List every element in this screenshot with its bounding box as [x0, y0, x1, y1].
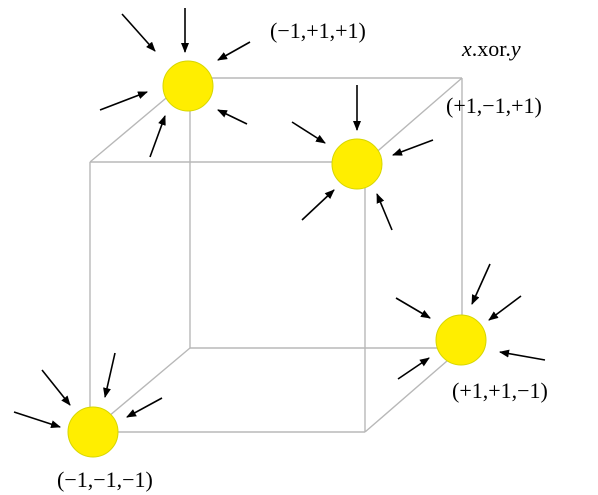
yellow-ball	[331, 138, 383, 190]
arrow-in	[291, 121, 326, 144]
cube-wireframe	[89, 77, 463, 433]
arrow-in	[471, 263, 491, 305]
diagram-title: x.xor.y	[461, 36, 521, 61]
title-op: .xor.	[472, 36, 511, 61]
cube-edge	[364, 347, 463, 433]
point-neg1-pos1-pos1: (−1,+1,+1)	[99, 8, 366, 158]
arrow-in	[395, 297, 431, 319]
arrow-in	[499, 349, 546, 361]
arrow-in	[488, 295, 522, 321]
point-pos1-neg1-pos1: (+1,−1,+1)	[291, 85, 542, 231]
arrow-in	[99, 91, 148, 111]
cube-edge	[364, 77, 463, 163]
point-label: (+1,−1,+1)	[446, 93, 542, 118]
point-label: (−1,+1,+1)	[270, 18, 366, 43]
arrow-in	[41, 369, 71, 406]
arrow-in	[217, 41, 251, 61]
arrow-in	[13, 411, 61, 429]
arrow-in	[149, 115, 166, 158]
arrow-in	[126, 397, 163, 418]
point-neg1-neg1-neg1: (−1,−1,−1)	[13, 352, 163, 492]
arrow-in	[397, 357, 430, 380]
point-label: (−1,−1,−1)	[57, 467, 153, 492]
point-pos1-pos1-neg1: (+1,+1,−1)	[395, 263, 548, 403]
arrow-in	[392, 139, 434, 156]
arrow-in	[103, 352, 116, 398]
yellow-ball	[162, 60, 214, 112]
yellow-ball	[435, 314, 487, 366]
point-label: (+1,+1,−1)	[452, 378, 548, 403]
arrow-in	[376, 193, 393, 231]
arrow-in	[301, 189, 335, 221]
title-var-x: x	[461, 36, 472, 61]
yellow-ball	[67, 406, 119, 458]
arrow-in	[217, 109, 248, 125]
title-var-y: y	[509, 36, 521, 61]
arrow-in	[121, 13, 156, 52]
